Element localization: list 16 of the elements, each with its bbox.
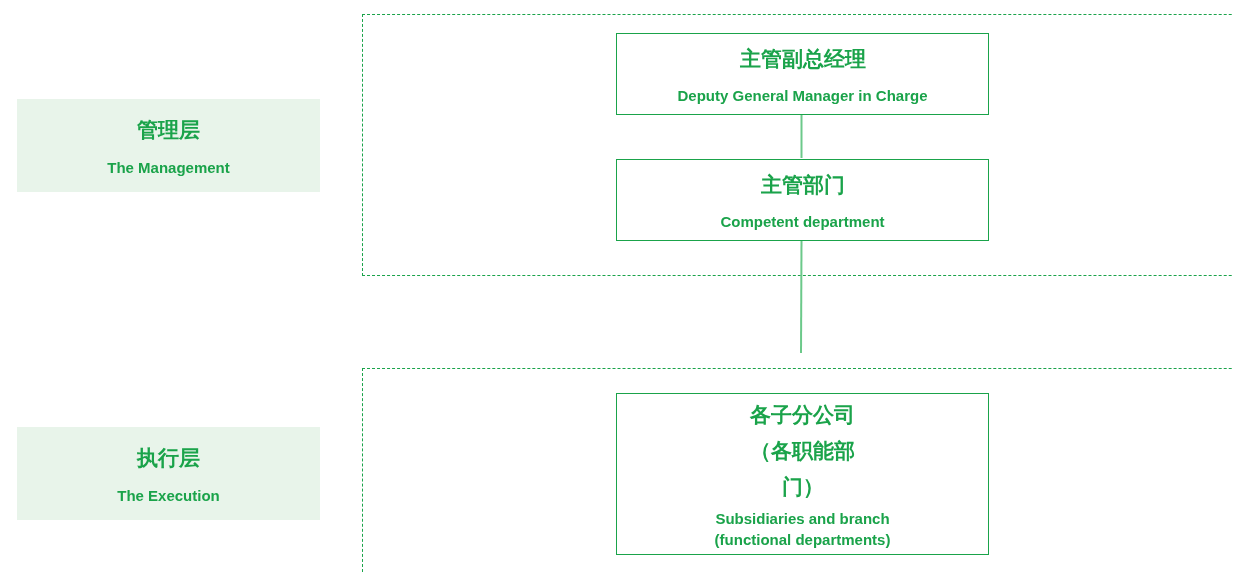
english-subtitle: Subsidiaries and branch (functional departments)	[713, 509, 892, 550]
org-box	[616, 159, 989, 241]
dashed-group-frame	[362, 14, 1233, 276]
chinese-title: 主管副总经理	[739, 46, 866, 74]
english-subtitle: The Execution	[117, 486, 220, 507]
english-subtitle: The Management	[107, 158, 230, 179]
chinese-title: 管理层	[137, 116, 200, 144]
connector-line	[800, 113, 803, 159]
chinese-title: 各子分公司（各职能部门）	[749, 402, 856, 501]
org-box	[616, 393, 989, 555]
org-box	[616, 33, 989, 115]
chinese-title: 主管部门	[760, 172, 845, 200]
chinese-title: 执行层	[137, 444, 200, 472]
connector-line	[800, 239, 803, 354]
english-subtitle: Competent department	[720, 211, 885, 232]
english-subtitle: Deputy General Manager in Charge	[677, 85, 928, 106]
